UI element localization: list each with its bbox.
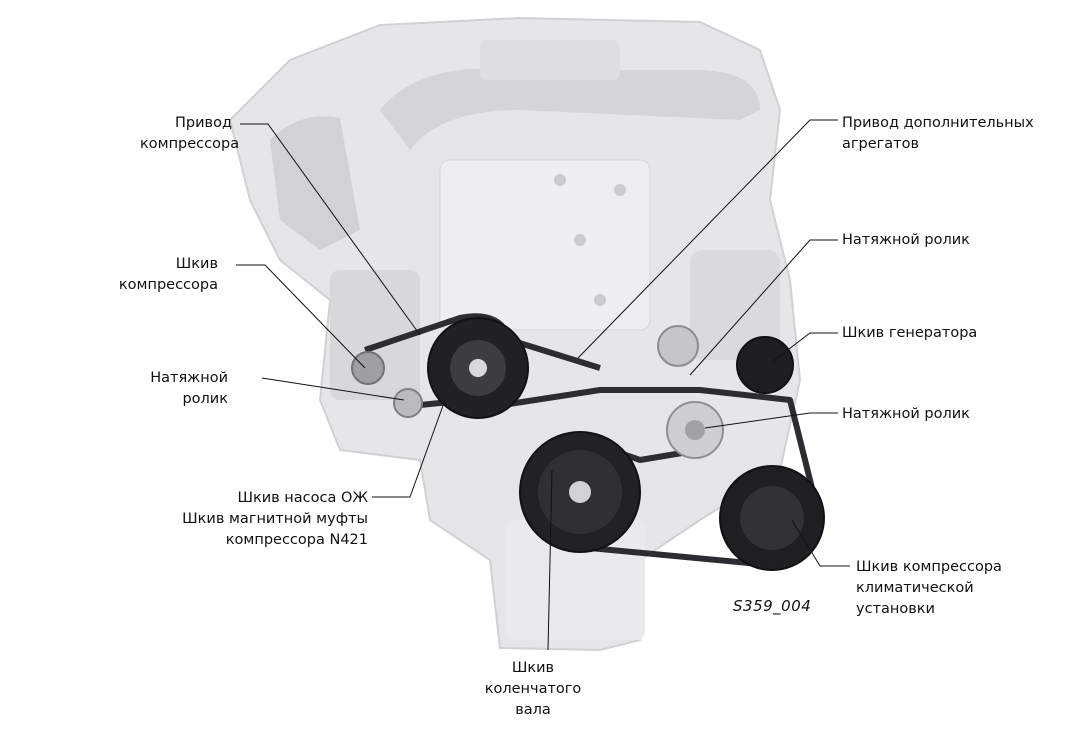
label-tensioner-top: Натяжной ролик	[842, 232, 970, 248]
label-tensioner-right: Натяжной ролик	[842, 406, 970, 422]
label-coolant-pump-pulley: Шкив насоса ОЖ Шкив магнитной муфты комп…	[182, 490, 368, 548]
generator-pulley-shape	[736, 336, 794, 394]
label-ac-compressor-pulley: Шкив компрессора климатической установки	[856, 559, 1002, 617]
label-tensioner-left: Натяжной ролик	[150, 370, 228, 407]
label-compressor-drive: Привод компрессора	[140, 115, 240, 152]
label-aux-drive: Привод дополнительных агрегатов	[842, 115, 1034, 152]
label-crankshaft-pulley: Шкив коленчатого вала	[484, 660, 582, 718]
label-compressor-pulley: Шкив компрессора	[118, 256, 218, 293]
figure-code: S359_004	[733, 597, 812, 615]
label-generator-pulley: Шкив генератора	[842, 325, 978, 341]
tensioner-top-shape	[657, 325, 699, 367]
tensioner-left-shape	[393, 388, 423, 418]
pulleys	[351, 317, 825, 571]
compressor-pulley-shape	[351, 351, 385, 385]
leader-lines	[236, 119, 850, 651]
